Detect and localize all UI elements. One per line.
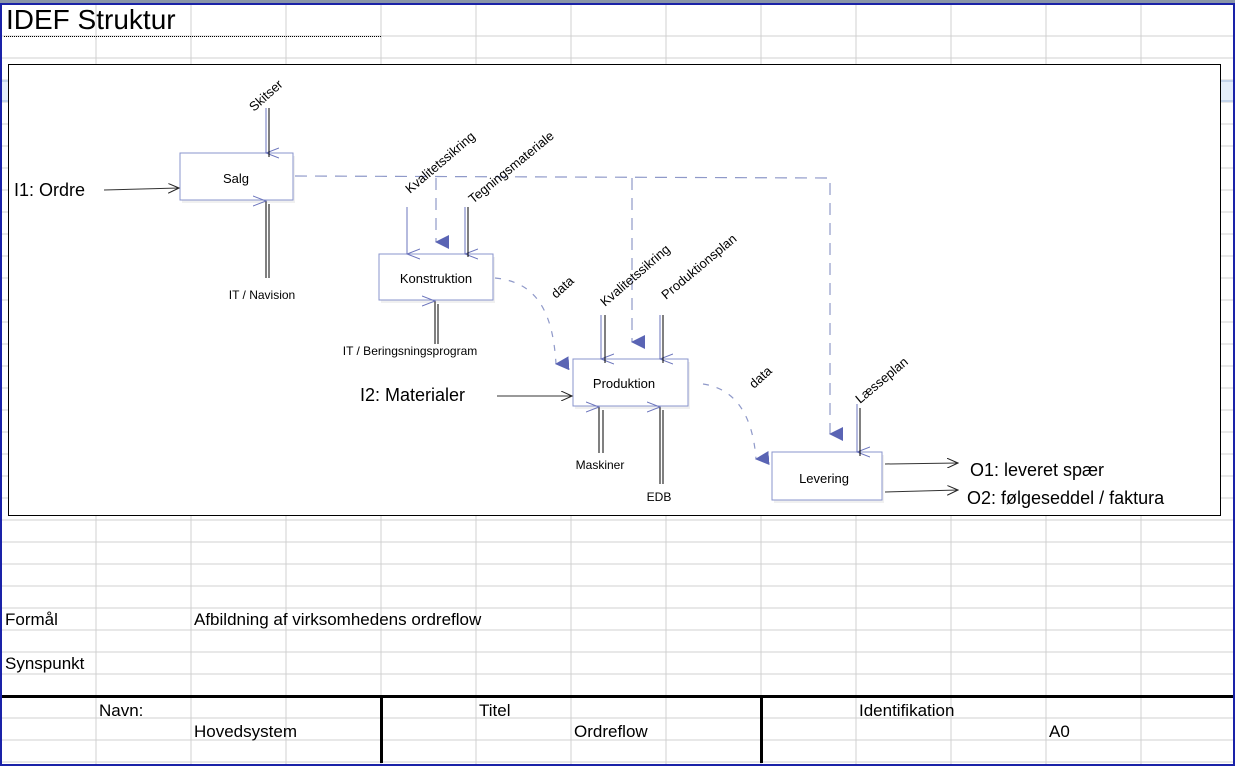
- input-label: I1: Ordre: [14, 180, 85, 200]
- control-label-kvalitetssikring-1: Kvalitetssikring: [402, 129, 478, 197]
- output-arrow: [884, 490, 958, 492]
- mechanism-label: EDB: [647, 490, 672, 504]
- activity-salg[interactable]: Salg: [179, 152, 295, 203]
- footer-id-label: Identifikation: [859, 701, 955, 720]
- activity-levering[interactable]: Levering: [771, 451, 884, 503]
- flow-label: data: [548, 273, 577, 302]
- activity-label: Produktion: [593, 376, 655, 391]
- control-label-produktionsplan: Produktionsplan: [658, 231, 739, 302]
- control-label-laesseplan: Læsseplan: [852, 354, 910, 406]
- mechanism-label: IT / Beringsningsprogram: [343, 344, 478, 358]
- mechanism-label: IT / Navision: [229, 288, 295, 302]
- output-leveret-spaer[interactable]: O1: leveret spær: [884, 460, 1104, 480]
- activity-label: Konstruktion: [400, 271, 472, 286]
- activity-konstruktion[interactable]: Konstruktion: [378, 253, 495, 303]
- footer-name-value[interactable]: Hovedsystem: [194, 722, 297, 741]
- control-kvalitetssikring-produktion[interactable]: [601, 315, 605, 363]
- salg-output-dashed-network[interactable]: [294, 175, 843, 441]
- purpose-label: Formål: [5, 610, 58, 629]
- mechanism-label: Maskiner: [576, 458, 625, 472]
- footer-top-border: [2, 695, 1233, 698]
- flow-data-konstruktion-produktion[interactable]: data: [494, 273, 577, 371]
- title-underline: [4, 36, 381, 37]
- control-label-kvalitetssikring-2: Kvalitetssikring: [597, 241, 673, 309]
- activity-label: Salg: [223, 171, 249, 186]
- mechanism-edb[interactable]: EDB: [647, 407, 672, 504]
- mechanism-maskiner[interactable]: Maskiner: [576, 407, 625, 472]
- control-tegningsmateriale[interactable]: [465, 207, 468, 257]
- viewpoint-label: Synspunkt: [5, 654, 85, 673]
- control-laesseplan[interactable]: [857, 404, 860, 456]
- page-title[interactable]: IDEF Struktur: [6, 4, 176, 35]
- column-header-strip: [0, 0, 1235, 3]
- input-arrow: [103, 188, 179, 190]
- control-produktionsplan[interactable]: [660, 315, 663, 363]
- footer-divider-2: [760, 695, 763, 763]
- output-arrow: [884, 463, 958, 464]
- control-skitser[interactable]: Skitser: [246, 76, 286, 157]
- purpose-value[interactable]: Afbildning af virksomhedens ordreflow: [194, 610, 482, 629]
- footer-divider-1: [380, 695, 383, 763]
- activity-produktion[interactable]: Produktion: [572, 358, 690, 409]
- footer-id-value[interactable]: A0: [1049, 722, 1070, 741]
- output-label: O2: følgeseddel / faktura: [967, 488, 1165, 508]
- input-label: I2: Materialer: [360, 385, 465, 405]
- input-materialer[interactable]: I2: Materialer: [360, 385, 572, 405]
- output-folgeseddel[interactable]: O2: følgeseddel / faktura: [884, 488, 1165, 508]
- input-ordre[interactable]: I1: Ordre: [14, 180, 179, 200]
- mechanism-beringsningsprogram[interactable]: IT / Beringsningsprogram: [343, 301, 478, 358]
- footer-title-label: Titel: [479, 701, 511, 720]
- footer-name-label: Navn:: [99, 701, 144, 720]
- mechanism-it-navision[interactable]: IT / Navision: [229, 201, 295, 302]
- activity-label: Levering: [799, 471, 849, 486]
- idef-diagram-frame[interactable]: [8, 64, 1221, 516]
- flow-label: data: [746, 363, 775, 392]
- footer-title-value[interactable]: Ordreflow: [574, 722, 648, 741]
- flow-data-produktion-levering[interactable]: data: [702, 363, 775, 466]
- idef-diagram: Salg Konstruktion Produktion Levering I1…: [14, 76, 1165, 508]
- output-label: O1: leveret spær: [970, 460, 1104, 480]
- control-label-tegningsmateriale: Tegningsmateriale: [465, 128, 556, 206]
